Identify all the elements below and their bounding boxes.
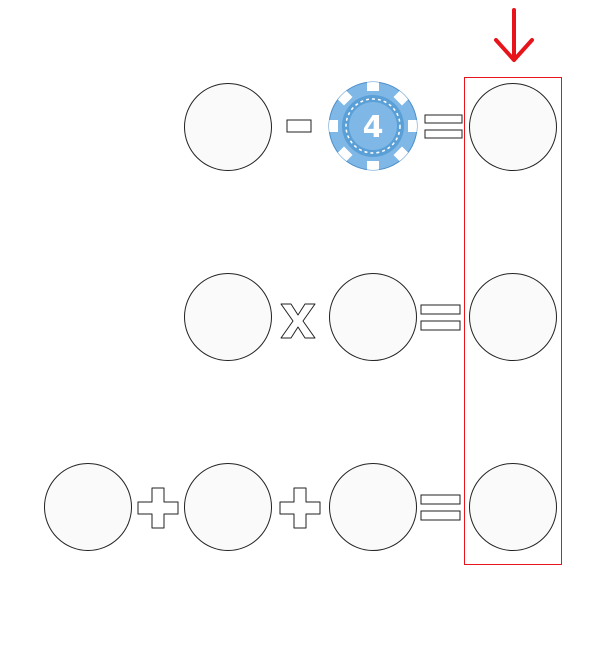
row3-operand-1-slot[interactable] bbox=[44, 463, 132, 551]
row3-result-slot[interactable] bbox=[469, 463, 557, 551]
row3-operand-3-slot[interactable] bbox=[329, 463, 417, 551]
equals-sign-icon bbox=[420, 304, 461, 331]
equals-sign-icon bbox=[424, 114, 463, 139]
row2-operand-2-slot[interactable] bbox=[329, 273, 417, 361]
plus-sign-icon bbox=[279, 487, 321, 529]
row1-operand-1-slot[interactable] bbox=[184, 83, 272, 171]
row2-operand-1-slot[interactable] bbox=[184, 273, 272, 361]
poker-chip[interactable]: 4 bbox=[328, 81, 418, 171]
chip-value: 4 bbox=[363, 110, 384, 145]
multiply-sign-icon bbox=[280, 303, 316, 339]
row3-operand-2-slot[interactable] bbox=[184, 463, 272, 551]
row1-result-slot[interactable] bbox=[469, 83, 557, 171]
down-arrow-icon bbox=[494, 8, 534, 62]
row2-result-slot[interactable] bbox=[469, 273, 557, 361]
result-column-highlight bbox=[464, 77, 562, 565]
plus-sign-icon bbox=[137, 487, 179, 529]
equals-sign-icon bbox=[420, 494, 461, 521]
minus-sign-icon bbox=[286, 119, 312, 133]
